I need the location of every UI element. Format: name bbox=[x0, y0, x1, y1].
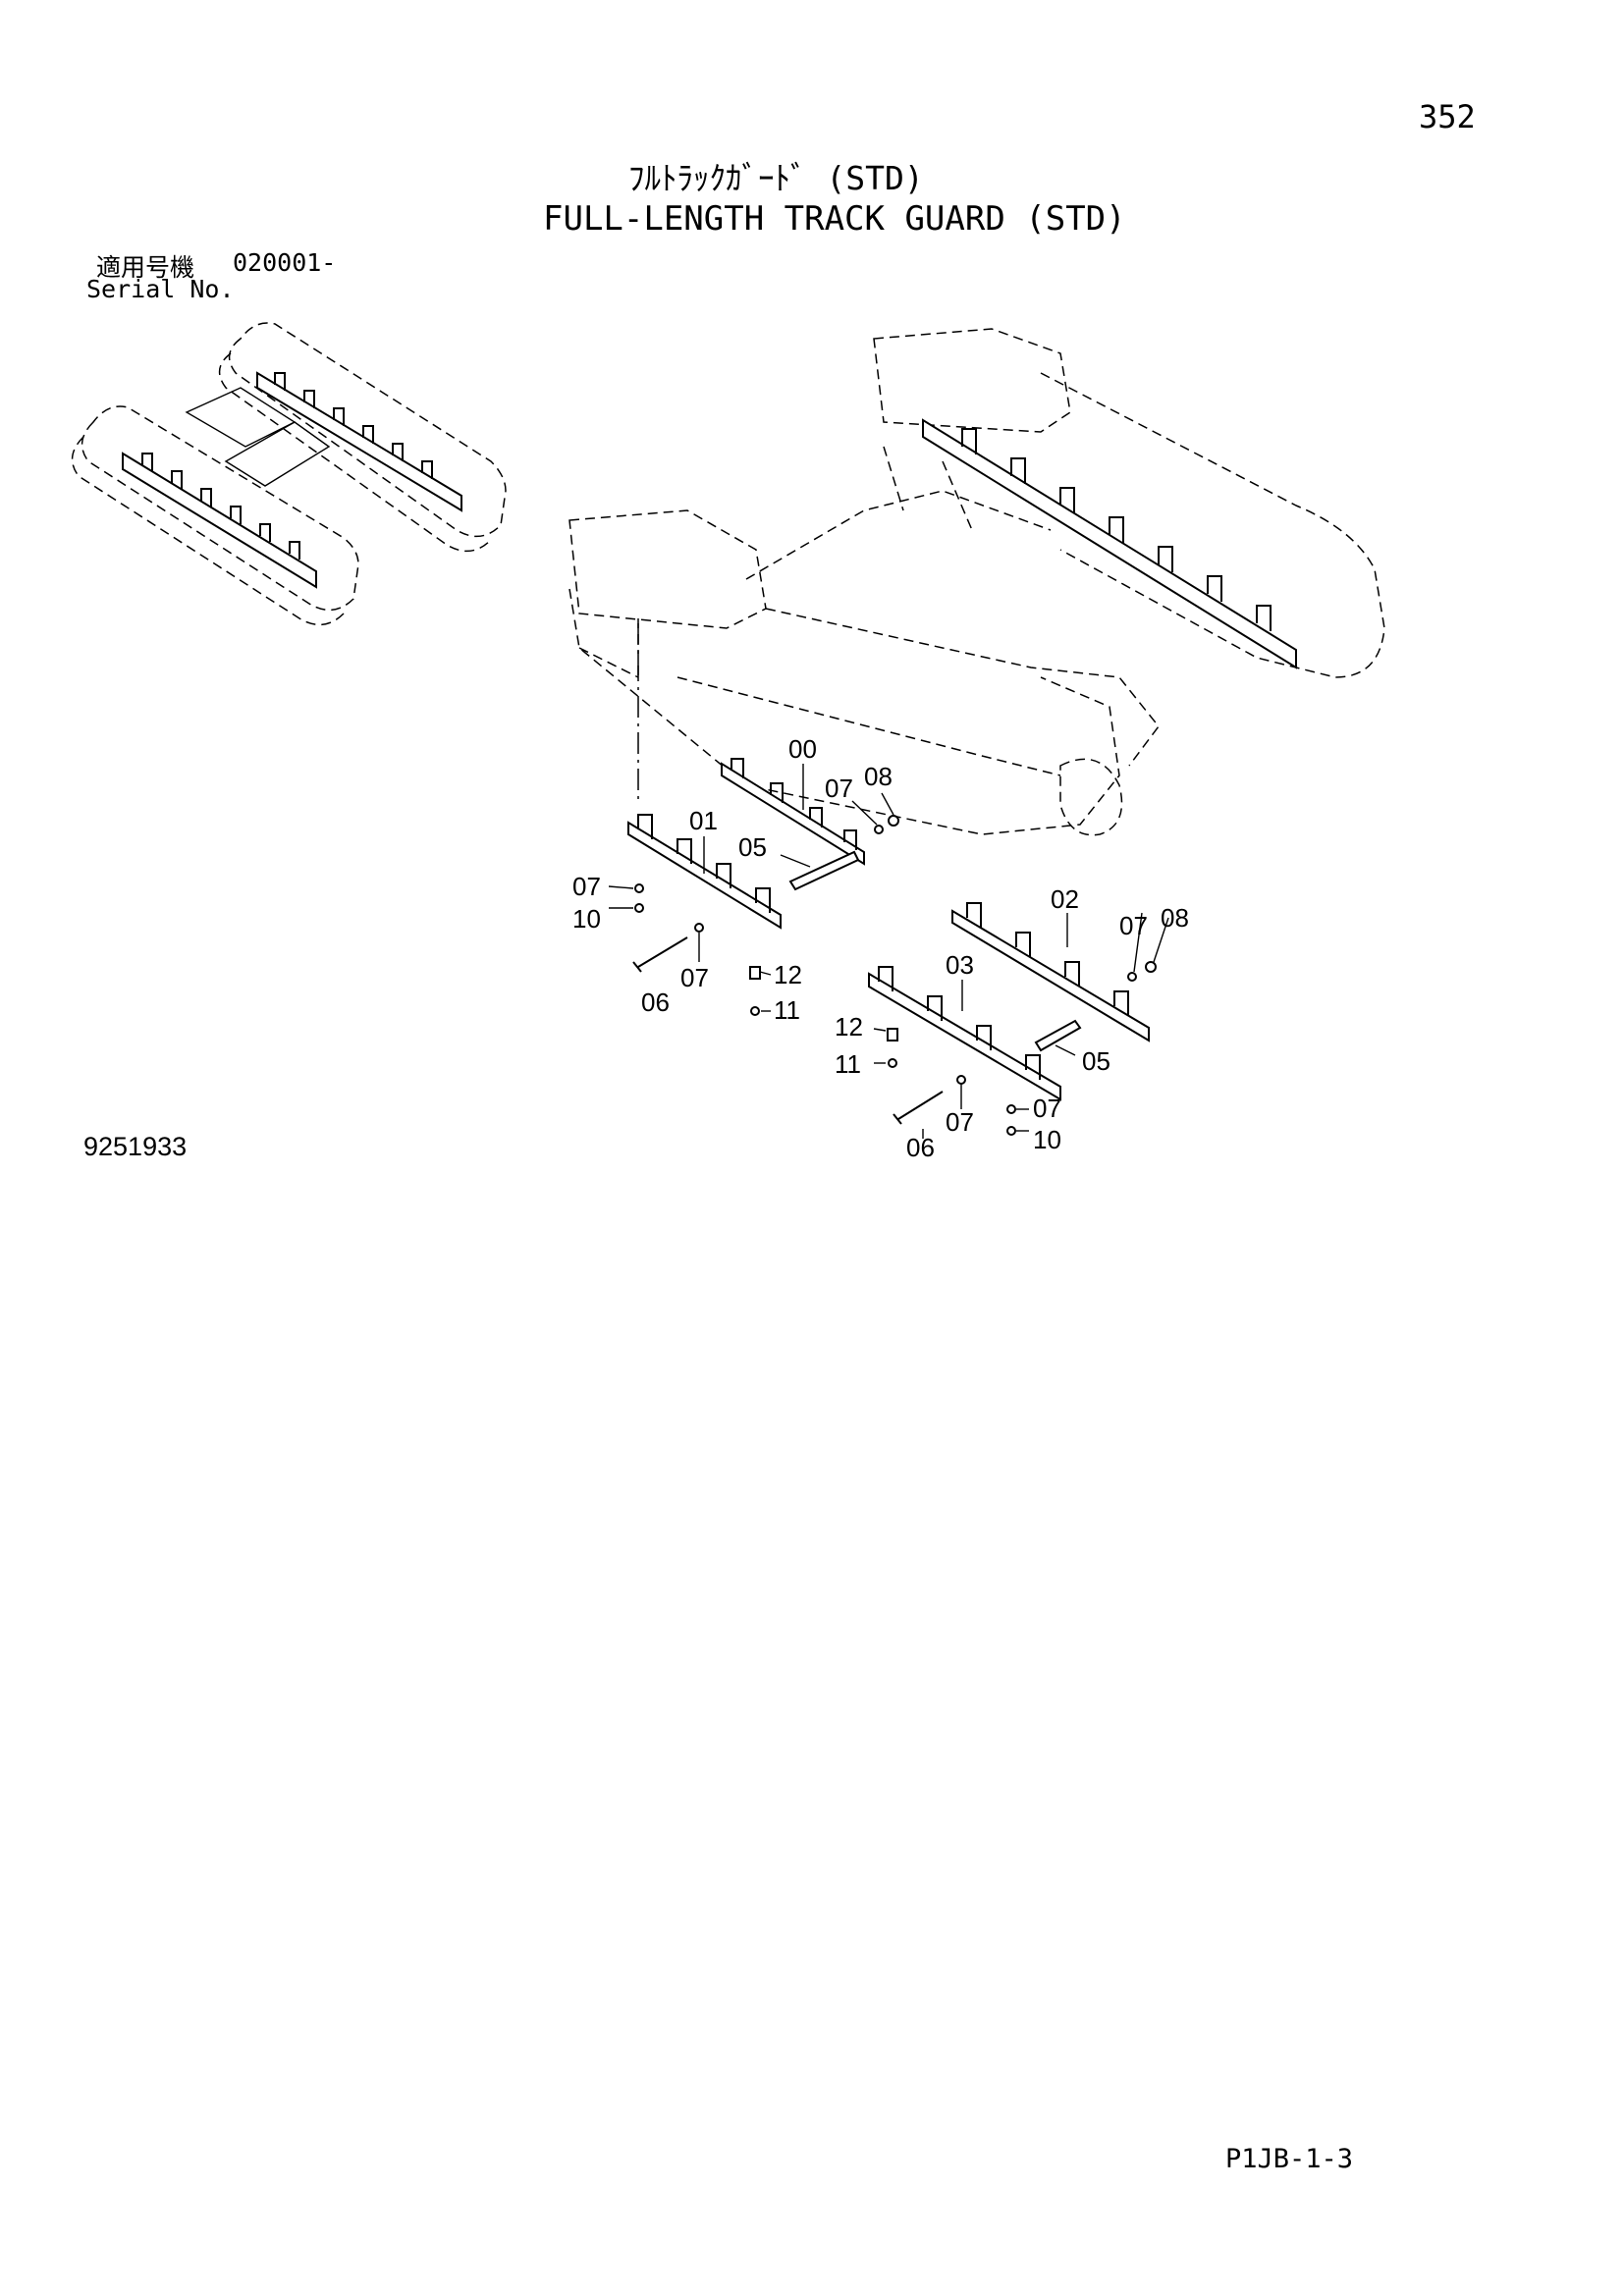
callout-07-c: 07 bbox=[680, 963, 709, 992]
callout-06-b: 06 bbox=[906, 1133, 935, 1162]
track-guard-01 bbox=[627, 814, 782, 930]
callout-05-b: 05 bbox=[1082, 1046, 1110, 1076]
callout-11-b: 11 bbox=[835, 1049, 861, 1079]
callout-12-b: 12 bbox=[835, 1012, 863, 1041]
spacer-12-left bbox=[749, 966, 761, 980]
bolt-10-right bbox=[1006, 1126, 1016, 1136]
page-code: P1JB-1-3 bbox=[1225, 2144, 1354, 2174]
callout-06-a: 06 bbox=[641, 988, 670, 1017]
nut-08-right bbox=[1145, 961, 1157, 973]
callout-12-a: 12 bbox=[774, 960, 802, 989]
callout-10-b: 10 bbox=[1033, 1125, 1061, 1154]
callout-11-a: 11 bbox=[774, 995, 800, 1025]
bolt-11-right bbox=[888, 1058, 897, 1068]
callout-00: 00 bbox=[788, 734, 817, 764]
page-number: 352 bbox=[1419, 98, 1476, 135]
track-guard-02 bbox=[951, 902, 1150, 1042]
washer-07-right-a bbox=[1127, 972, 1137, 982]
pin-05-right bbox=[1034, 1019, 1082, 1052]
bolt-11-left bbox=[750, 1006, 760, 1016]
spacer-12-right bbox=[887, 1028, 898, 1041]
callout-08-b: 08 bbox=[1161, 903, 1189, 933]
callout-leaders bbox=[608, 764, 1169, 1139]
track-frame-outline bbox=[568, 328, 1385, 836]
callout-02: 02 bbox=[1051, 884, 1079, 914]
serial-label-english: Serial No. bbox=[86, 275, 235, 303]
serial-label-japanese: 適用号機 bbox=[96, 253, 195, 282]
callout-03: 03 bbox=[946, 950, 974, 980]
washer-07-left-b bbox=[874, 825, 884, 834]
figure-number: 9251933 bbox=[83, 1132, 188, 1161]
serial-value: 020001- bbox=[233, 248, 337, 277]
undercarriage-overview bbox=[71, 322, 507, 626]
washer-07-left-c bbox=[694, 923, 704, 933]
nut-08-left bbox=[888, 815, 899, 827]
washer-07-right-b bbox=[956, 1075, 966, 1085]
callout-07-f: 07 bbox=[1033, 1094, 1061, 1123]
track-guard-03 bbox=[868, 966, 1061, 1101]
callout-10-a: 10 bbox=[572, 904, 601, 934]
bolt-10-left bbox=[634, 903, 644, 913]
pin-05-left bbox=[788, 850, 860, 891]
callout-07-e: 07 bbox=[946, 1107, 974, 1137]
callout-07-a: 07 bbox=[825, 774, 853, 803]
washer-07-right-c bbox=[1006, 1104, 1016, 1114]
bolt-06-left bbox=[632, 936, 688, 973]
title-english: FULL-LENGTH TRACK GUARD (STD) bbox=[543, 199, 1126, 239]
callout-05-a: 05 bbox=[738, 832, 767, 862]
title-japanese: ﾌﾙﾄﾗｯｸｶﾞｰﾄﾞ (STD) bbox=[628, 159, 924, 197]
callout-01: 01 bbox=[689, 806, 718, 835]
bolt-06-right bbox=[893, 1091, 944, 1125]
callout-07-d: 07 bbox=[1119, 911, 1148, 940]
callout-07-b: 07 bbox=[572, 872, 601, 901]
track-guard-00 bbox=[721, 758, 865, 866]
washer-07-left-a bbox=[634, 883, 644, 893]
callout-08-a: 08 bbox=[864, 762, 893, 791]
